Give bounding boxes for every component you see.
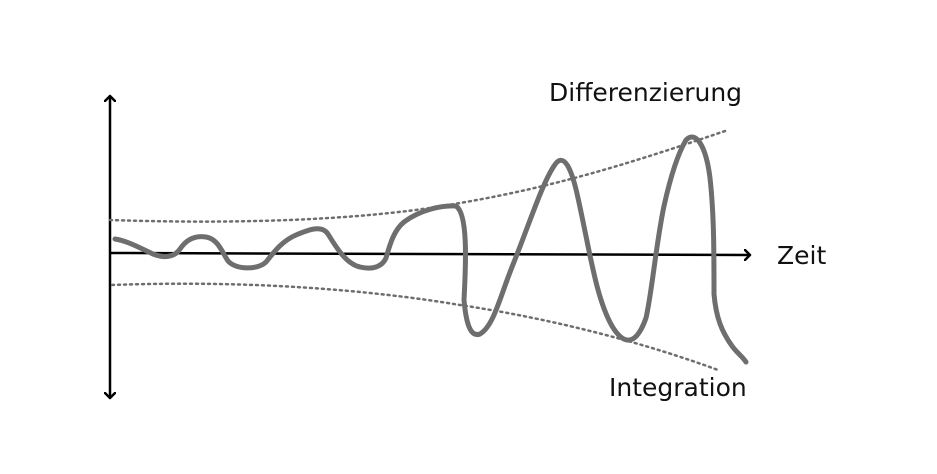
time-axis — [109, 253, 750, 255]
upper-envelope-curve — [108, 128, 730, 223]
differentiation-label: Differenzierung — [549, 78, 743, 107]
lower-envelope-curve — [110, 282, 720, 372]
integration-label: Integration — [609, 373, 747, 402]
oscillating-signal — [112, 134, 749, 365]
time-axis-label: Zeit — [777, 241, 827, 270]
